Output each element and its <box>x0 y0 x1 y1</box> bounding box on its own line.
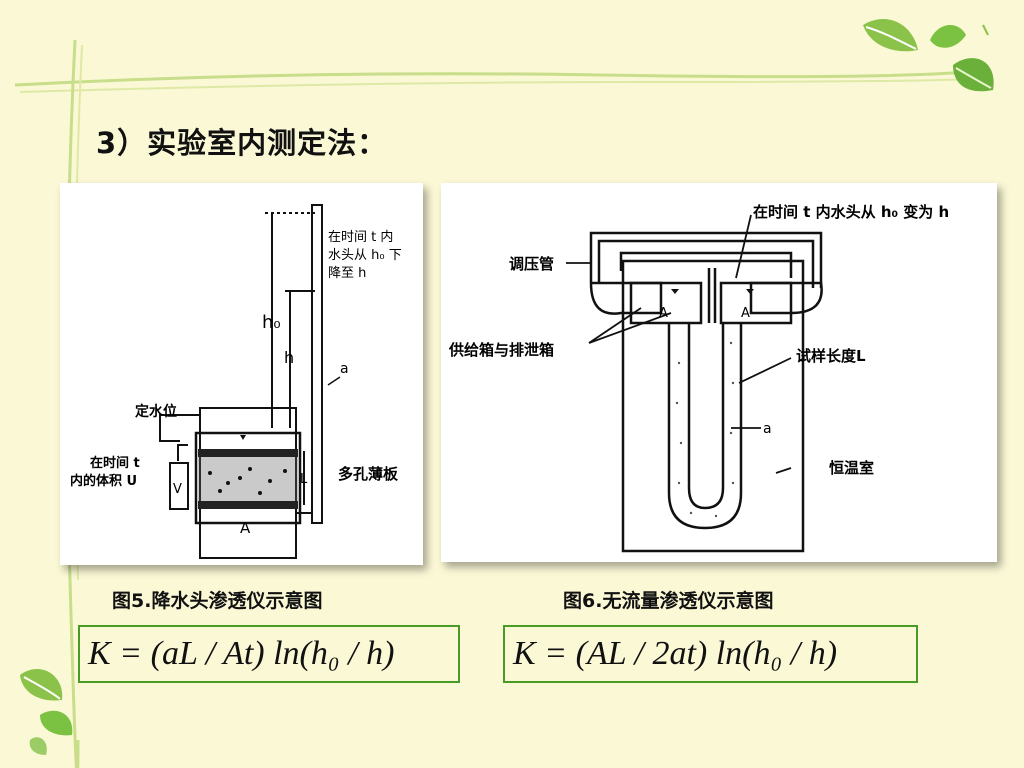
label-supply-drain-box: 供给箱与排泄箱 <box>448 341 554 359</box>
leaf-icon <box>20 669 73 755</box>
label-time-1: 在时间 t 内 <box>328 229 393 245</box>
label-chamber: 恒温室 <box>829 459 874 477</box>
label-time-3: 降至 h <box>328 266 366 281</box>
formula-falling-head: K = (aL / At) ln(h₀ / h) <box>78 625 460 683</box>
caption-figure-5: 图5.降水头渗透仪示意图 <box>112 590 323 612</box>
label-time: 在时间 t 内水头从 h₀ 变为 h <box>753 203 949 221</box>
label-L: L <box>300 472 308 487</box>
label-sample-length: 试样长度L <box>796 347 866 365</box>
label-volume-1: 在时间 t <box>90 455 140 471</box>
label-A-right: A <box>741 306 750 321</box>
falling-head-permeameter-diagram: a 在时间 t 内 水头从 h₀ 下 降至 h h₀ h 定水位 在时间 t 内… <box>60 183 423 565</box>
leaf-icon <box>863 19 994 92</box>
label-plate: 多孔薄板 <box>338 465 399 483</box>
label-time-2: 水头从 h₀ 下 <box>328 248 402 263</box>
label-A: A <box>240 519 251 537</box>
label-pressure-tube: 调压管 <box>509 255 554 273</box>
label-a: a <box>340 361 349 377</box>
constant-flow-permeameter-diagram: 在时间 t 内水头从 h₀ 变为 h 调压管 供给箱与排泄箱 试样长度L a 恒… <box>441 183 997 562</box>
label-h: h <box>284 348 294 367</box>
label-h0: h₀ <box>262 312 281 333</box>
label-water-level: 定水位 <box>135 403 177 420</box>
formula-constant-flow: K = (AL / 2at) ln(h₀ / h) <box>503 625 918 683</box>
page-title: 3）实验室内测定法： <box>96 126 388 160</box>
label-a: a <box>763 421 772 437</box>
caption-figure-6: 图6.无流量渗透仪示意图 <box>563 590 774 612</box>
label-volume-2: 内的体积 U <box>70 473 137 489</box>
label-V: V <box>173 482 182 497</box>
label-A-left: A <box>659 306 668 321</box>
